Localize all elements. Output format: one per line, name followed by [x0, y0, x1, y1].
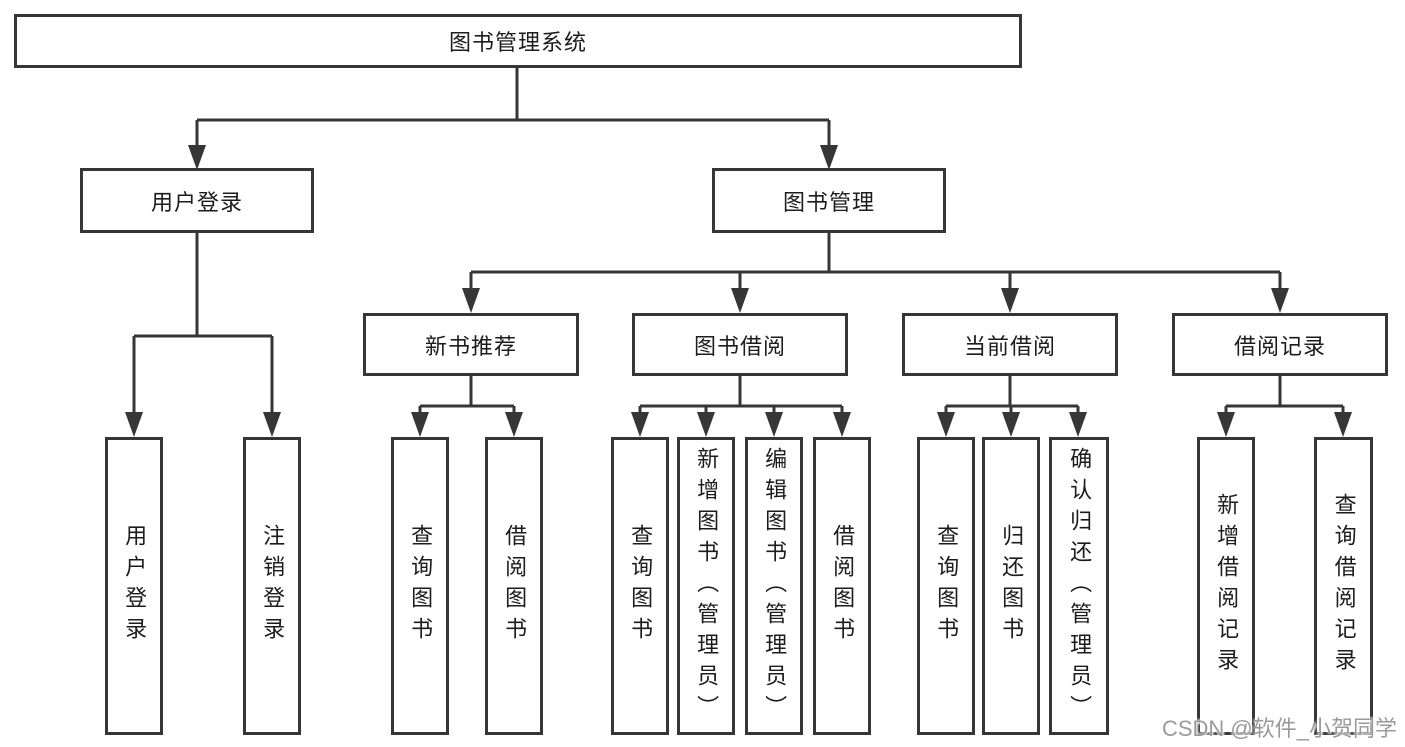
arrowhead: [631, 412, 649, 437]
connector-newbook-to-leaves: [418, 376, 516, 417]
arrowhead: [697, 412, 715, 437]
node-label: 当前借阅: [963, 333, 1056, 359]
node-label: 新书推荐: [424, 333, 517, 359]
arrowhead: [462, 288, 480, 313]
leaf-query-borrow-record: 查询借阅记录: [1314, 437, 1373, 735]
node-label: 用户登录: [122, 524, 148, 648]
arrowhead: [505, 412, 523, 437]
node-library-system-root: 图书管理系统: [14, 14, 1022, 68]
arrowhead: [1002, 412, 1020, 437]
node-label: 借阅图书: [830, 524, 856, 648]
arrowhead: [731, 288, 749, 313]
node-label: 查询借阅记录: [1331, 493, 1357, 679]
arrowhead: [937, 412, 955, 437]
arrowhead: [1001, 288, 1019, 313]
leaf-edit-books-admin: 编辑图书（管理员）: [745, 437, 803, 735]
arrowhead: [1271, 288, 1289, 313]
leaf-add-borrow-record: 新增借阅记录: [1197, 437, 1255, 735]
connector-borrowrecords-to-leaves: [1224, 376, 1345, 417]
arrowhead: [125, 412, 143, 437]
leaf-confirm-return-admin: 确认归还（管理员）: [1049, 437, 1109, 735]
node-borrow-records: 借阅记录: [1172, 313, 1388, 376]
node-book-management: 图书管理: [712, 168, 946, 233]
node-label: 编辑图书（管理员）: [762, 446, 788, 726]
connector-userlogin-to-leaves: [132, 233, 274, 417]
leaf-user-login: 用户登录: [105, 437, 163, 735]
leaf-query-books-current: 查询图书: [917, 437, 975, 735]
leaf-logout: 注销登录: [243, 437, 301, 735]
arrowhead: [188, 145, 206, 170]
node-label: 借阅图书: [502, 524, 528, 648]
node-label: 图书借阅: [693, 333, 786, 359]
leaf-borrow-books: 借阅图书: [813, 437, 871, 735]
node-label: 用户登录: [150, 189, 243, 215]
node-book-borrow: 图书借阅: [632, 313, 848, 376]
leaf-add-books-admin: 新增图书（管理员）: [677, 437, 735, 735]
connector-bookmgmt-to-level3: [469, 233, 1282, 293]
node-user-login: 用户登录: [80, 168, 314, 233]
arrowhead: [1217, 412, 1235, 437]
node-new-book-recommend: 新书推荐: [363, 313, 579, 376]
arrowhead: [820, 145, 838, 170]
arrowhead: [765, 412, 783, 437]
node-label: 确认归还（管理员）: [1067, 446, 1093, 726]
node-label: 图书管理: [782, 189, 875, 215]
arrowhead: [833, 412, 851, 437]
node-label: 注销登录: [260, 524, 286, 648]
node-label: 借阅记录: [1233, 333, 1326, 359]
arrowhead: [411, 412, 429, 437]
node-current-borrow: 当前借阅: [902, 313, 1118, 376]
node-label: 查询图书: [628, 524, 654, 648]
node-label: 查询图书: [934, 524, 960, 648]
arrowhead: [1334, 412, 1352, 437]
node-label: 归还图书: [999, 524, 1025, 648]
connector-root-to-level2: [195, 67, 831, 150]
connector-currentborrow-to-leaves: [944, 376, 1080, 417]
node-label: 新增图书（管理员）: [694, 446, 720, 726]
leaf-query-books-borrow: 查询图书: [611, 437, 669, 735]
leaf-borrow-books-recommend: 借阅图书: [485, 437, 543, 735]
node-label: 图书管理系统: [448, 30, 587, 55]
arrowhead: [263, 412, 281, 437]
arrowhead: [1069, 412, 1087, 437]
watermark: CSDN @软件_小贺同学: [1161, 716, 1397, 741]
node-label: 查询图书: [408, 524, 434, 648]
leaf-return-books: 归还图书: [982, 437, 1040, 735]
node-label: 新增借阅记录: [1214, 493, 1240, 679]
leaf-query-books-recommend: 查询图书: [391, 437, 449, 735]
connector-bookborrow-to-leaves: [638, 376, 844, 417]
